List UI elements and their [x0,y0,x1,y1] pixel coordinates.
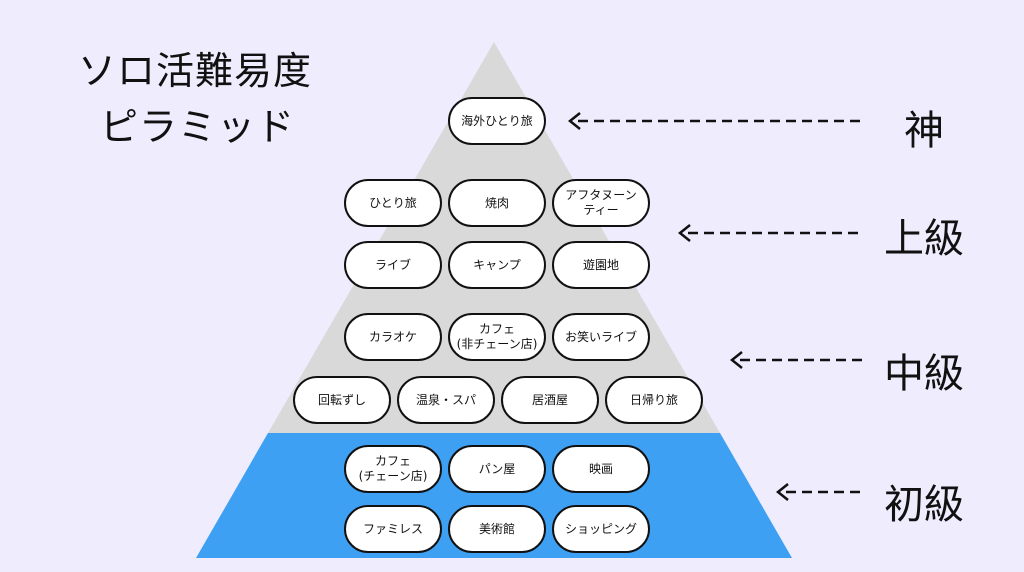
activity-camping: キャンプ [448,241,546,289]
activity-art-museum: 美術館 [448,505,546,553]
activity-yakiniku: 焼肉 [448,179,546,227]
arrow-intermediate [729,351,862,369]
activity-cafe-chain: カフェ (チェーン店) [344,445,442,493]
activity-comedy-live: お笑いライブ [552,313,650,361]
arrow-advanced [677,224,862,242]
activity-bakery: パン屋 [448,445,546,493]
activity-amusement-park: 遊園地 [552,241,650,289]
arrow-beginner [775,483,862,501]
arrow-god [567,112,862,130]
level-label-advanced: 上級 [884,216,964,262]
page-title-line-2: ピラミッド [100,105,296,149]
activity-solo-trip: ひとり旅 [344,179,442,227]
page-title-line-1: ソロ活難易度 [78,49,313,93]
activity-live-concert: ライブ [344,241,442,289]
level-label-beginner: 初級 [884,482,964,528]
level-label-intermediate: 中級 [884,351,964,397]
activity-conveyor-sushi: 回転ずし [293,376,391,424]
activity-shopping: ショッピング [552,505,650,553]
activity-izakaya: 居酒屋 [501,376,599,424]
activity-family-restaurant: ファミレス [344,505,442,553]
activity-overseas-solo-trip: 海外ひとり旅 [448,97,546,145]
activity-afternoon-tea: アフタヌーン ティー [552,179,650,227]
activity-movie: 映画 [552,445,650,493]
activity-hot-spring-spa: 温泉・スパ [397,376,495,424]
activity-karaoke: カラオケ [344,313,442,361]
activity-cafe-independent: カフェ (非チェーン店) [448,313,546,361]
level-label-god: 神 [904,108,944,154]
activity-day-trip: 日帰り旅 [605,376,703,424]
